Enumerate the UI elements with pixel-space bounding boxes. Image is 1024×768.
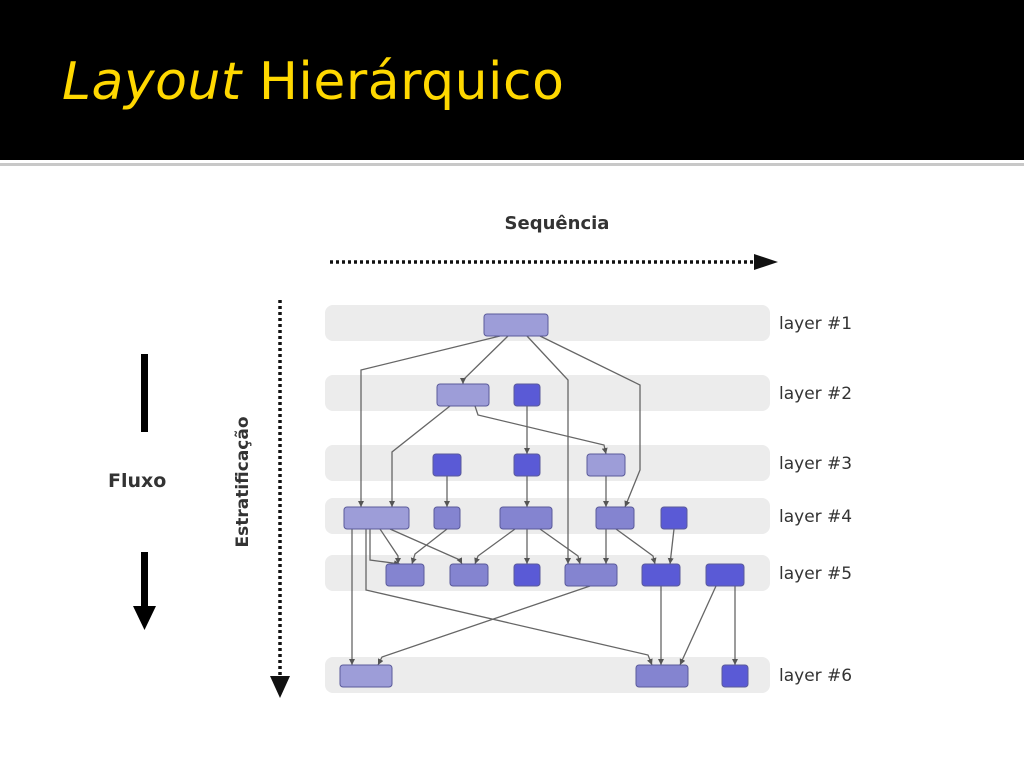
graph-edge-6 xyxy=(474,405,608,455)
sequence-label: Sequência xyxy=(505,213,610,234)
graph-node-n6a xyxy=(339,664,393,688)
layer-label-1: layer #1 xyxy=(779,314,852,334)
graph-edge-22 xyxy=(365,529,653,666)
layer-label-5: layer #5 xyxy=(779,564,852,584)
layer-label-3: layer #3 xyxy=(779,454,852,474)
graph-node-n5f xyxy=(705,563,745,587)
title-divider xyxy=(0,163,1024,166)
layer-label-6: layer #6 xyxy=(779,666,852,686)
graph-node-n3c xyxy=(586,453,626,477)
graph-edge-14 xyxy=(410,528,448,565)
slide-title: Layout Hierárquico xyxy=(62,52,564,112)
graph-node-n5d xyxy=(564,563,618,587)
graph-node-n4c xyxy=(499,506,553,530)
layer-band-2 xyxy=(325,375,770,411)
graph-node-n3b xyxy=(513,453,541,477)
title-italic-word: Layout xyxy=(62,52,242,112)
title-bar xyxy=(0,0,1024,160)
graph-node-n5b xyxy=(449,563,489,587)
graph-edge-2 xyxy=(460,335,509,384)
graph-edge-4 xyxy=(539,335,641,508)
graph-node-n4d xyxy=(595,506,635,530)
graph-edge-5 xyxy=(389,405,451,507)
graph-edge-15 xyxy=(474,528,516,565)
sequence-arrowhead-icon xyxy=(754,254,778,270)
graph-edge-19 xyxy=(615,528,657,565)
graph-node-n4b xyxy=(433,506,461,530)
graph-edge-12 xyxy=(379,528,401,564)
flow-label: Fluxo xyxy=(108,470,167,492)
graph-edge-3 xyxy=(526,335,571,564)
graph-node-n3a xyxy=(432,453,462,477)
title-rest: Hierárquico xyxy=(258,52,565,112)
graph-node-n2b xyxy=(513,383,541,407)
graph-node-n4e xyxy=(660,506,688,530)
graph-edge-23 xyxy=(377,585,591,666)
graph-edge-1 xyxy=(358,335,501,507)
graph-edge-11 xyxy=(369,529,401,567)
graph-node-n5c xyxy=(513,563,541,587)
graph-node-n5e xyxy=(641,563,681,587)
layer-label-2: layer #2 xyxy=(779,384,852,404)
graph-node-n5a xyxy=(385,563,425,587)
stratification-arrowhead-icon xyxy=(270,676,290,698)
graph-edge-25 xyxy=(679,585,717,666)
graph-node-n4a xyxy=(343,506,410,530)
layer-label-4: layer #4 xyxy=(779,507,852,527)
graph-edge-13 xyxy=(389,528,463,565)
graph-node-n6c xyxy=(721,664,749,688)
graph-node-n2a xyxy=(436,383,490,407)
graph-node-n1a xyxy=(483,313,549,337)
graph-edge-17 xyxy=(539,528,582,565)
flow-arrow-shaft xyxy=(141,354,148,432)
graph-node-n6b xyxy=(635,664,689,688)
flow-arrow-down-icon xyxy=(133,552,156,630)
stratification-label: Estratificação xyxy=(233,416,253,547)
graph-edge-20 xyxy=(667,528,675,565)
